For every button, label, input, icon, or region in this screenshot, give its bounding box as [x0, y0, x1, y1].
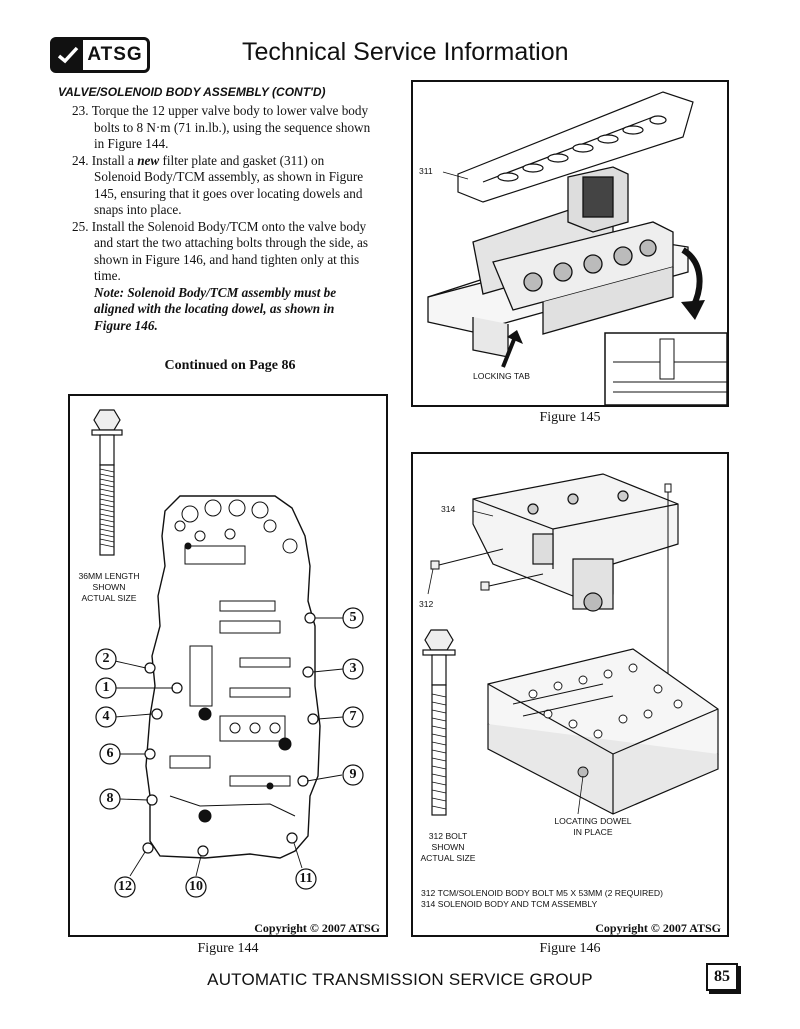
- sequence-number-6: 6: [106, 746, 114, 761]
- sequence-number-3: 3: [349, 661, 357, 676]
- sequence-number-5: 5: [349, 610, 357, 625]
- figure-145-caption: Figure 145: [539, 410, 601, 425]
- step-25: 25. Install the Solenoid Body/TCM onto t…: [72, 218, 368, 284]
- step-list: 23. Torque the 12 upper valve body to lo…: [72, 103, 372, 285]
- locking-tab-label: LOCKING TAB: [473, 371, 530, 381]
- step-23: 23. Torque the 12 upper valve body to lo…: [72, 103, 371, 151]
- footer-text: AUTOMATIC TRANSMISSION SERVICE GROUP: [207, 970, 593, 989]
- step-24: 24. Install a new filter plate and gaske…: [72, 152, 364, 218]
- label-312: 312: [419, 599, 434, 609]
- checkmark-icon: [53, 40, 83, 70]
- figure-144-copyright: Copyright © 2007 ATSG: [254, 921, 380, 935]
- note-text: Note: Solenoid Body/TCM assembly must be…: [94, 284, 337, 333]
- section-title: VALVE/SOLENOID BODY ASSEMBLY (CONT'D): [58, 85, 326, 99]
- continued-text: Continued on Page 86: [164, 358, 296, 373]
- sequence-number-8: 8: [106, 791, 114, 806]
- procedure-text: 23. Torque the 12 upper valve body to lo…: [72, 103, 372, 334]
- logo-text: ATSG: [87, 44, 143, 65]
- locating-dowel-label: LOCATING DOWEL IN PLACE: [554, 816, 632, 837]
- label-311: 311: [419, 166, 433, 176]
- sequence-number-7: 7: [349, 709, 357, 724]
- figure-146-legend: 312 TCM/SOLENOID BODY BOLT M5 X 53MM (2 …: [421, 888, 663, 910]
- figure-146-copyright: Copyright © 2007 ATSG: [595, 921, 721, 935]
- figure-146-frame: 314 312 312 BOLT SHOWN ACTUAL SIZE LOCAT…: [411, 452, 729, 937]
- figure-144-caption: Figure 144: [197, 941, 259, 956]
- sequence-number-10: 10: [189, 879, 203, 894]
- figure-145-frame: 311 LOCKING TAB: [411, 80, 729, 407]
- sequence-number-1: 1: [102, 680, 110, 695]
- figure-146-caption: Figure 146: [539, 941, 601, 956]
- figure-144-bolt-note: 36MM LENGTH SHOWN ACTUAL SIZE: [78, 571, 140, 603]
- label-314: 314: [441, 504, 456, 514]
- page-number: 85: [706, 963, 738, 991]
- figure-146-bolt-note: 312 BOLT SHOWN ACTUAL SIZE: [420, 831, 476, 863]
- figure-146-illustration: [422, 473, 719, 816]
- sequence-number-11: 11: [299, 871, 313, 886]
- figure-144-illustration: [91, 409, 364, 898]
- figure-145-illustration: [427, 91, 728, 406]
- page-header-title: Technical Service Information: [242, 38, 569, 66]
- legend-item-312: 312 TCM/SOLENOID BODY BOLT M5 X 53MM (2 …: [421, 888, 663, 898]
- figure-144-frame: 36MM LENGTH SHOWN ACTUAL SIZE 1 2 3 4 5 …: [68, 394, 388, 937]
- sequence-number-4: 4: [102, 709, 110, 724]
- sequence-number-2: 2: [102, 651, 110, 666]
- sequence-number-9: 9: [349, 767, 357, 782]
- sequence-number-12: 12: [118, 879, 132, 894]
- atsg-logo: ATSG: [50, 37, 150, 73]
- legend-item-314: 314 SOLENOID BODY AND TCM ASSEMBLY: [421, 899, 598, 909]
